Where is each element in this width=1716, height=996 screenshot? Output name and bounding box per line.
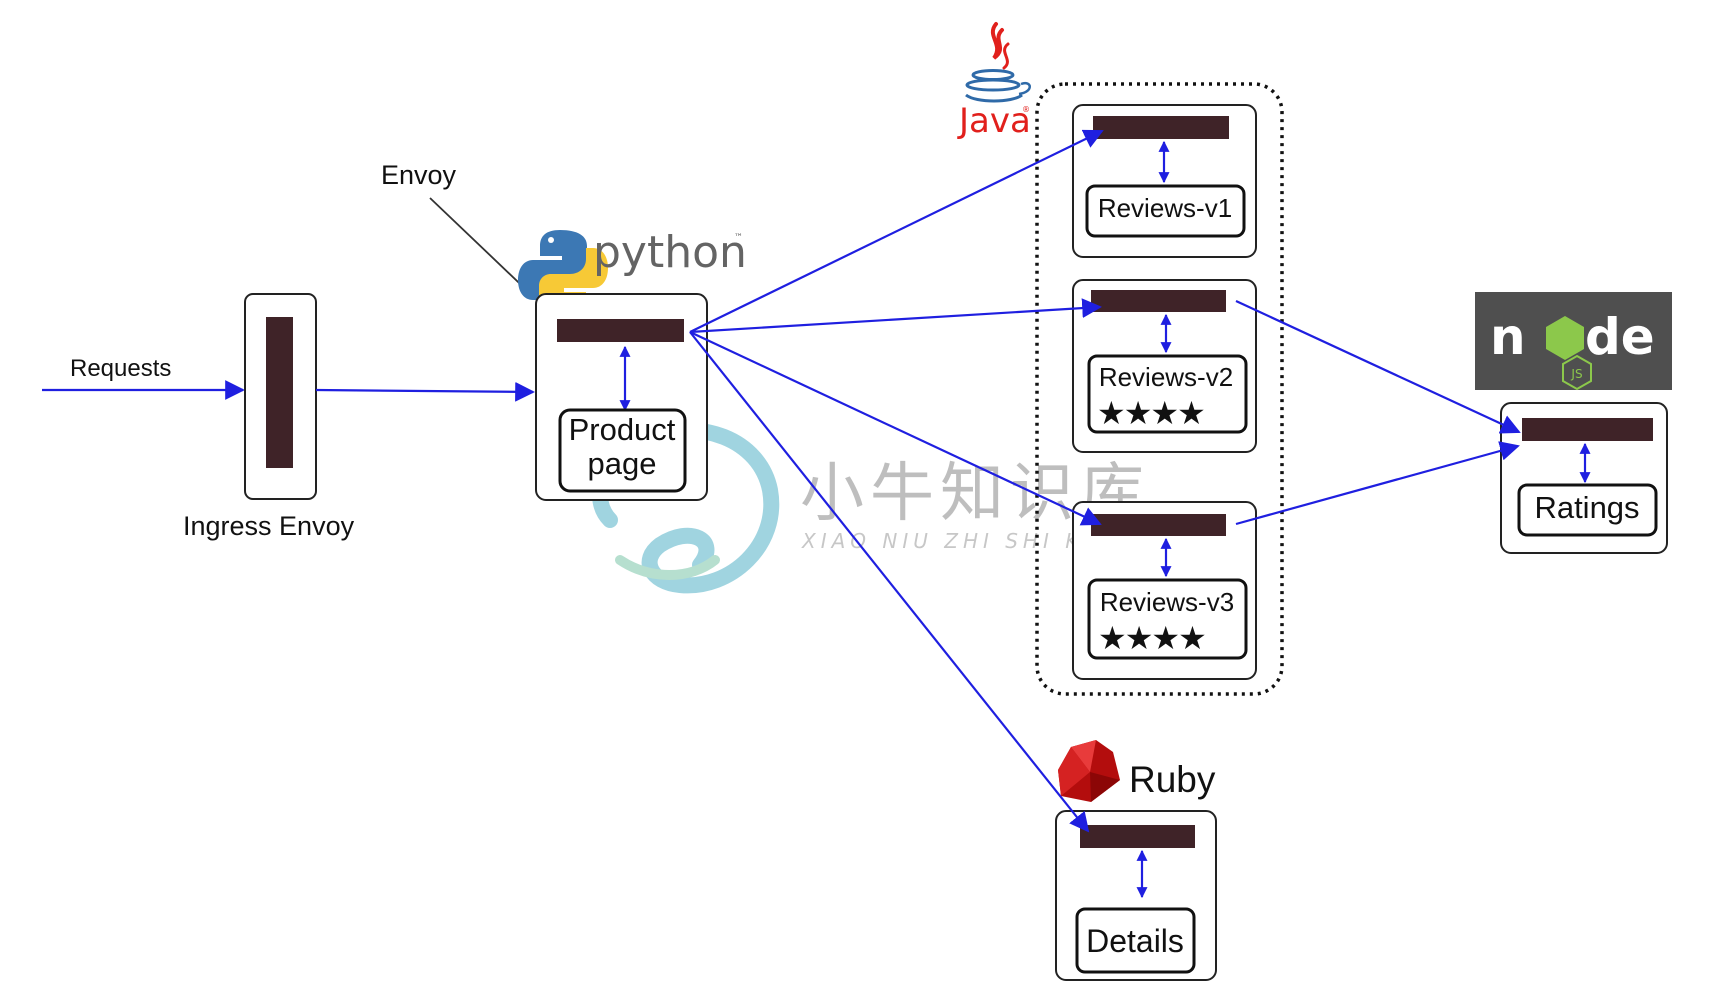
ruby-gem-icon xyxy=(1058,740,1120,802)
nodejs-logo-text-left: n xyxy=(1490,308,1526,366)
ingress-envoy-proxy xyxy=(266,317,293,468)
productpage-label-line1: Product xyxy=(569,412,676,447)
reviews-v2-proxy xyxy=(1091,290,1226,312)
watermark-pinyin: XIAO NIU ZHI SHI KU xyxy=(801,529,1103,553)
productpage-to-reviews-v1-arrow xyxy=(689,129,1104,333)
reviews-v2-stars: ★★★★ xyxy=(1097,394,1204,432)
python-logo-text: python xyxy=(593,227,747,278)
productpage-to-details-arrow xyxy=(689,331,1090,833)
python-logo-tm: ™ xyxy=(734,233,743,243)
java-logo-tm: ® xyxy=(1022,105,1030,114)
ruby-logo-text: Ruby xyxy=(1129,759,1216,800)
reviews-v2-label: Reviews-v2 xyxy=(1099,362,1233,392)
nodejs-js-badge: JS xyxy=(1570,367,1582,381)
java-cup-icon xyxy=(965,22,1031,103)
reviews-v3-to-ratings-arrow xyxy=(1235,441,1520,526)
ratings-label: Ratings xyxy=(1534,490,1639,525)
reviews-v2-to-ratings-arrow xyxy=(1235,300,1521,434)
details-label-box xyxy=(1075,907,1196,974)
reviews-v3-label: Reviews-v3 xyxy=(1100,587,1234,617)
ingress-to-productpage-arrow xyxy=(315,381,535,402)
ingress-envoy-label: Ingress Envoy xyxy=(183,511,355,541)
nodejs-hexagon-icon xyxy=(1546,316,1584,360)
reviews-v1-label-box xyxy=(1085,184,1246,238)
productpage-to-reviews-v3-arrow xyxy=(689,331,1102,526)
details-proxy xyxy=(1080,825,1195,848)
productpage-label-line2: page xyxy=(588,446,657,481)
nodejs-js-badge-icon xyxy=(1562,354,1592,391)
reviews-v1-label: Reviews-v1 xyxy=(1098,193,1232,223)
envoy-callout-label: Envoy xyxy=(381,160,457,190)
ratings-label-box xyxy=(1517,483,1658,537)
java-logo-text: Java xyxy=(957,101,1031,141)
reviews-v1-proxy xyxy=(1093,116,1229,139)
reviews-v3-label-box xyxy=(1087,578,1248,660)
requests-label: Requests xyxy=(70,355,171,382)
details-label: Details xyxy=(1086,923,1184,959)
productpage-to-reviews-v2-arrow xyxy=(689,298,1102,334)
reviews-v3-proxy xyxy=(1091,514,1226,536)
productpage-label-box xyxy=(558,408,687,493)
nodejs-logo-text-right: de xyxy=(1585,308,1655,366)
ratings-proxy xyxy=(1522,418,1653,441)
reviews-v2-label-box xyxy=(1087,354,1248,434)
reviews-v3-stars: ★★★★ xyxy=(1098,619,1205,657)
productpage-proxy xyxy=(557,319,684,342)
